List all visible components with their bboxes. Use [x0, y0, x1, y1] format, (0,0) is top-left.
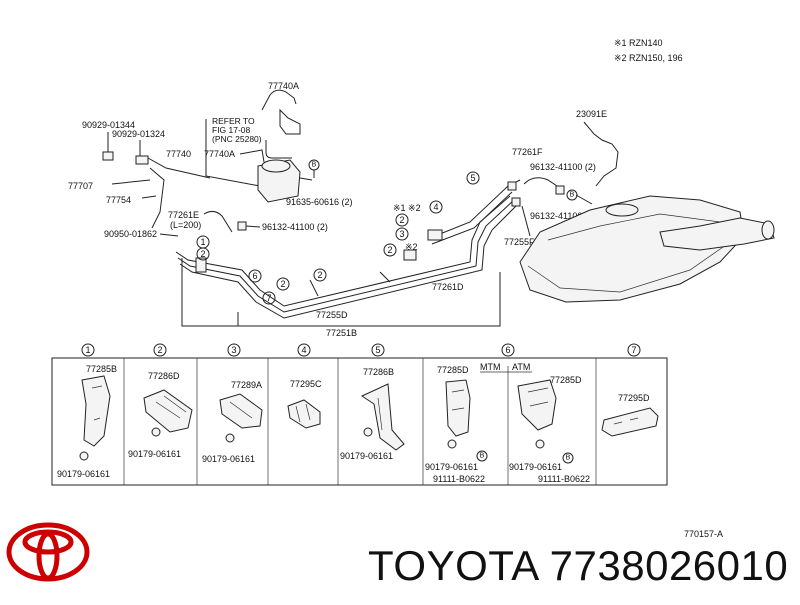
callout-5: 5: [470, 173, 475, 183]
panel-2-bolt: 90179-06161: [128, 449, 181, 459]
panel-6-part-mtm: 77285D: [437, 365, 469, 375]
panel-6-part-atm: 77285D: [550, 375, 582, 385]
label-23091E: 23091E: [576, 109, 607, 119]
label-77740: 77740: [166, 149, 191, 159]
panel-4-part: 77295C: [290, 379, 322, 389]
label-91635: 91635-60616 (2): [286, 197, 353, 207]
panel-6-number: 6: [505, 345, 510, 355]
left-clip-group: 90929-01344 90929-01324 77707 77754: [68, 120, 211, 229]
label-96132-a: 96132-41100 (2): [262, 222, 328, 232]
callout-2-center: 2: [317, 270, 322, 280]
brand-name: TOYOTA: [368, 542, 538, 589]
callout-2-upper: 2: [399, 215, 404, 225]
panel-3-part: 77289A: [231, 380, 262, 390]
legend-item-1: ※1 RZN140: [614, 38, 663, 48]
panel-6-ref-b-mtm: B: [480, 453, 485, 460]
label-77255F: 77255F: [504, 237, 535, 247]
panel-7-part: 77295D: [618, 393, 650, 403]
fuel-tank-assembly: 23091E 77261F 96132-41100 (2) 96132-4110…: [504, 109, 775, 303]
callout-7: 7: [266, 293, 271, 303]
label-77261F: 77261F: [512, 147, 543, 157]
part-number: 7738026010: [549, 542, 789, 589]
canister-assembly: REFER TO FIG 17-08 (PNC 25280) 77740 777…: [166, 116, 353, 207]
label-96132-b: 96132-41100 (2): [530, 162, 596, 172]
panel-1-number: 1: [85, 345, 90, 355]
callout-2-mid: 2: [280, 279, 285, 289]
mark-2: ※2: [405, 242, 418, 252]
panel-6-ref-b-atm: B: [566, 455, 571, 462]
callout-3: 3: [399, 229, 404, 239]
legend-item-2: ※2 RZN150, 196: [614, 53, 683, 63]
ref-b-circle: B: [312, 162, 317, 169]
hose-77261E: 77261E (L=200) 90950-01862 96132-41100 (…: [104, 210, 328, 239]
footer-title: TOYOTA 7738026010: [368, 542, 788, 590]
panel-6-mtm: MTM: [480, 362, 501, 372]
panel-6-atm: ATM: [512, 362, 530, 372]
mark-1-2: ※1 ※2: [393, 203, 421, 213]
callout-2-right: 2: [387, 245, 392, 255]
panel-5-bolt: 90179-06161: [340, 451, 393, 461]
label-90950: 90950-01862: [104, 229, 157, 239]
label-l200: (L=200): [170, 220, 201, 230]
label-90929-01324: 90929-01324: [112, 129, 165, 139]
label-77261D: 77261D: [432, 282, 464, 292]
label-77261E: 77261E: [168, 210, 199, 220]
fuel-tube-bundle: [175, 179, 521, 327]
panel-6-nut-atm: 91111-B0622: [538, 474, 590, 484]
panel-6-bolt-mtm: 90179-06161: [425, 462, 478, 472]
diagram-code: 770157-A: [684, 529, 723, 539]
panel-4-number: 4: [301, 345, 306, 355]
callout-4: 4: [433, 202, 438, 212]
label-77707: 77707: [68, 181, 93, 191]
panel-5-number: 5: [375, 345, 380, 355]
vent-hose-assembly: 77740A: [261, 81, 301, 159]
label-77251B: 77251B: [326, 328, 357, 338]
ref-b-circle-right: B: [570, 192, 575, 199]
label-77754: 77754: [106, 195, 131, 205]
panel-6-nut-mtm: 91111-B0622: [433, 474, 485, 484]
bracket-panels: 1 2 3 4 5 6 7 77285B 90179-06161 77286D …: [51, 343, 668, 486]
panel-2-number: 2: [157, 345, 162, 355]
refer-text-2: FIG 17-08: [212, 125, 251, 135]
callout-6-left: 6: [252, 271, 257, 281]
refer-text-3: (PNC 25280): [212, 134, 262, 144]
panel-7-number: 7: [631, 345, 636, 355]
callout-2-left: 2: [200, 249, 205, 259]
callout-1: 1: [200, 237, 205, 247]
label-90929-01344: 90929-01344: [82, 120, 135, 130]
panel-6-bolt-atm: 90179-06161: [509, 462, 562, 472]
toyota-logo: [6, 522, 90, 582]
label-77740A-top: 77740A: [268, 81, 299, 91]
label-77740A: 77740A: [204, 149, 235, 159]
panel-3-number: 3: [231, 345, 236, 355]
label-77255D: 77255D: [316, 310, 348, 320]
refer-text-1: REFER TO: [212, 116, 255, 126]
panel-1-part: 77285B: [86, 364, 117, 374]
panel-2-part: 77286D: [148, 371, 180, 381]
main-callouts: 1 2 6 2 7 2 2 2 3 4 5 ※1 ※2 ※2 77261D 77…: [196, 171, 480, 338]
panel-1-bolt: 90179-06161: [57, 469, 110, 479]
label-96132-c: 96132-41100 (2): [530, 211, 596, 221]
panel-5-part: 77286B: [363, 367, 394, 377]
panel-3-bolt: 90179-06161: [202, 454, 255, 464]
